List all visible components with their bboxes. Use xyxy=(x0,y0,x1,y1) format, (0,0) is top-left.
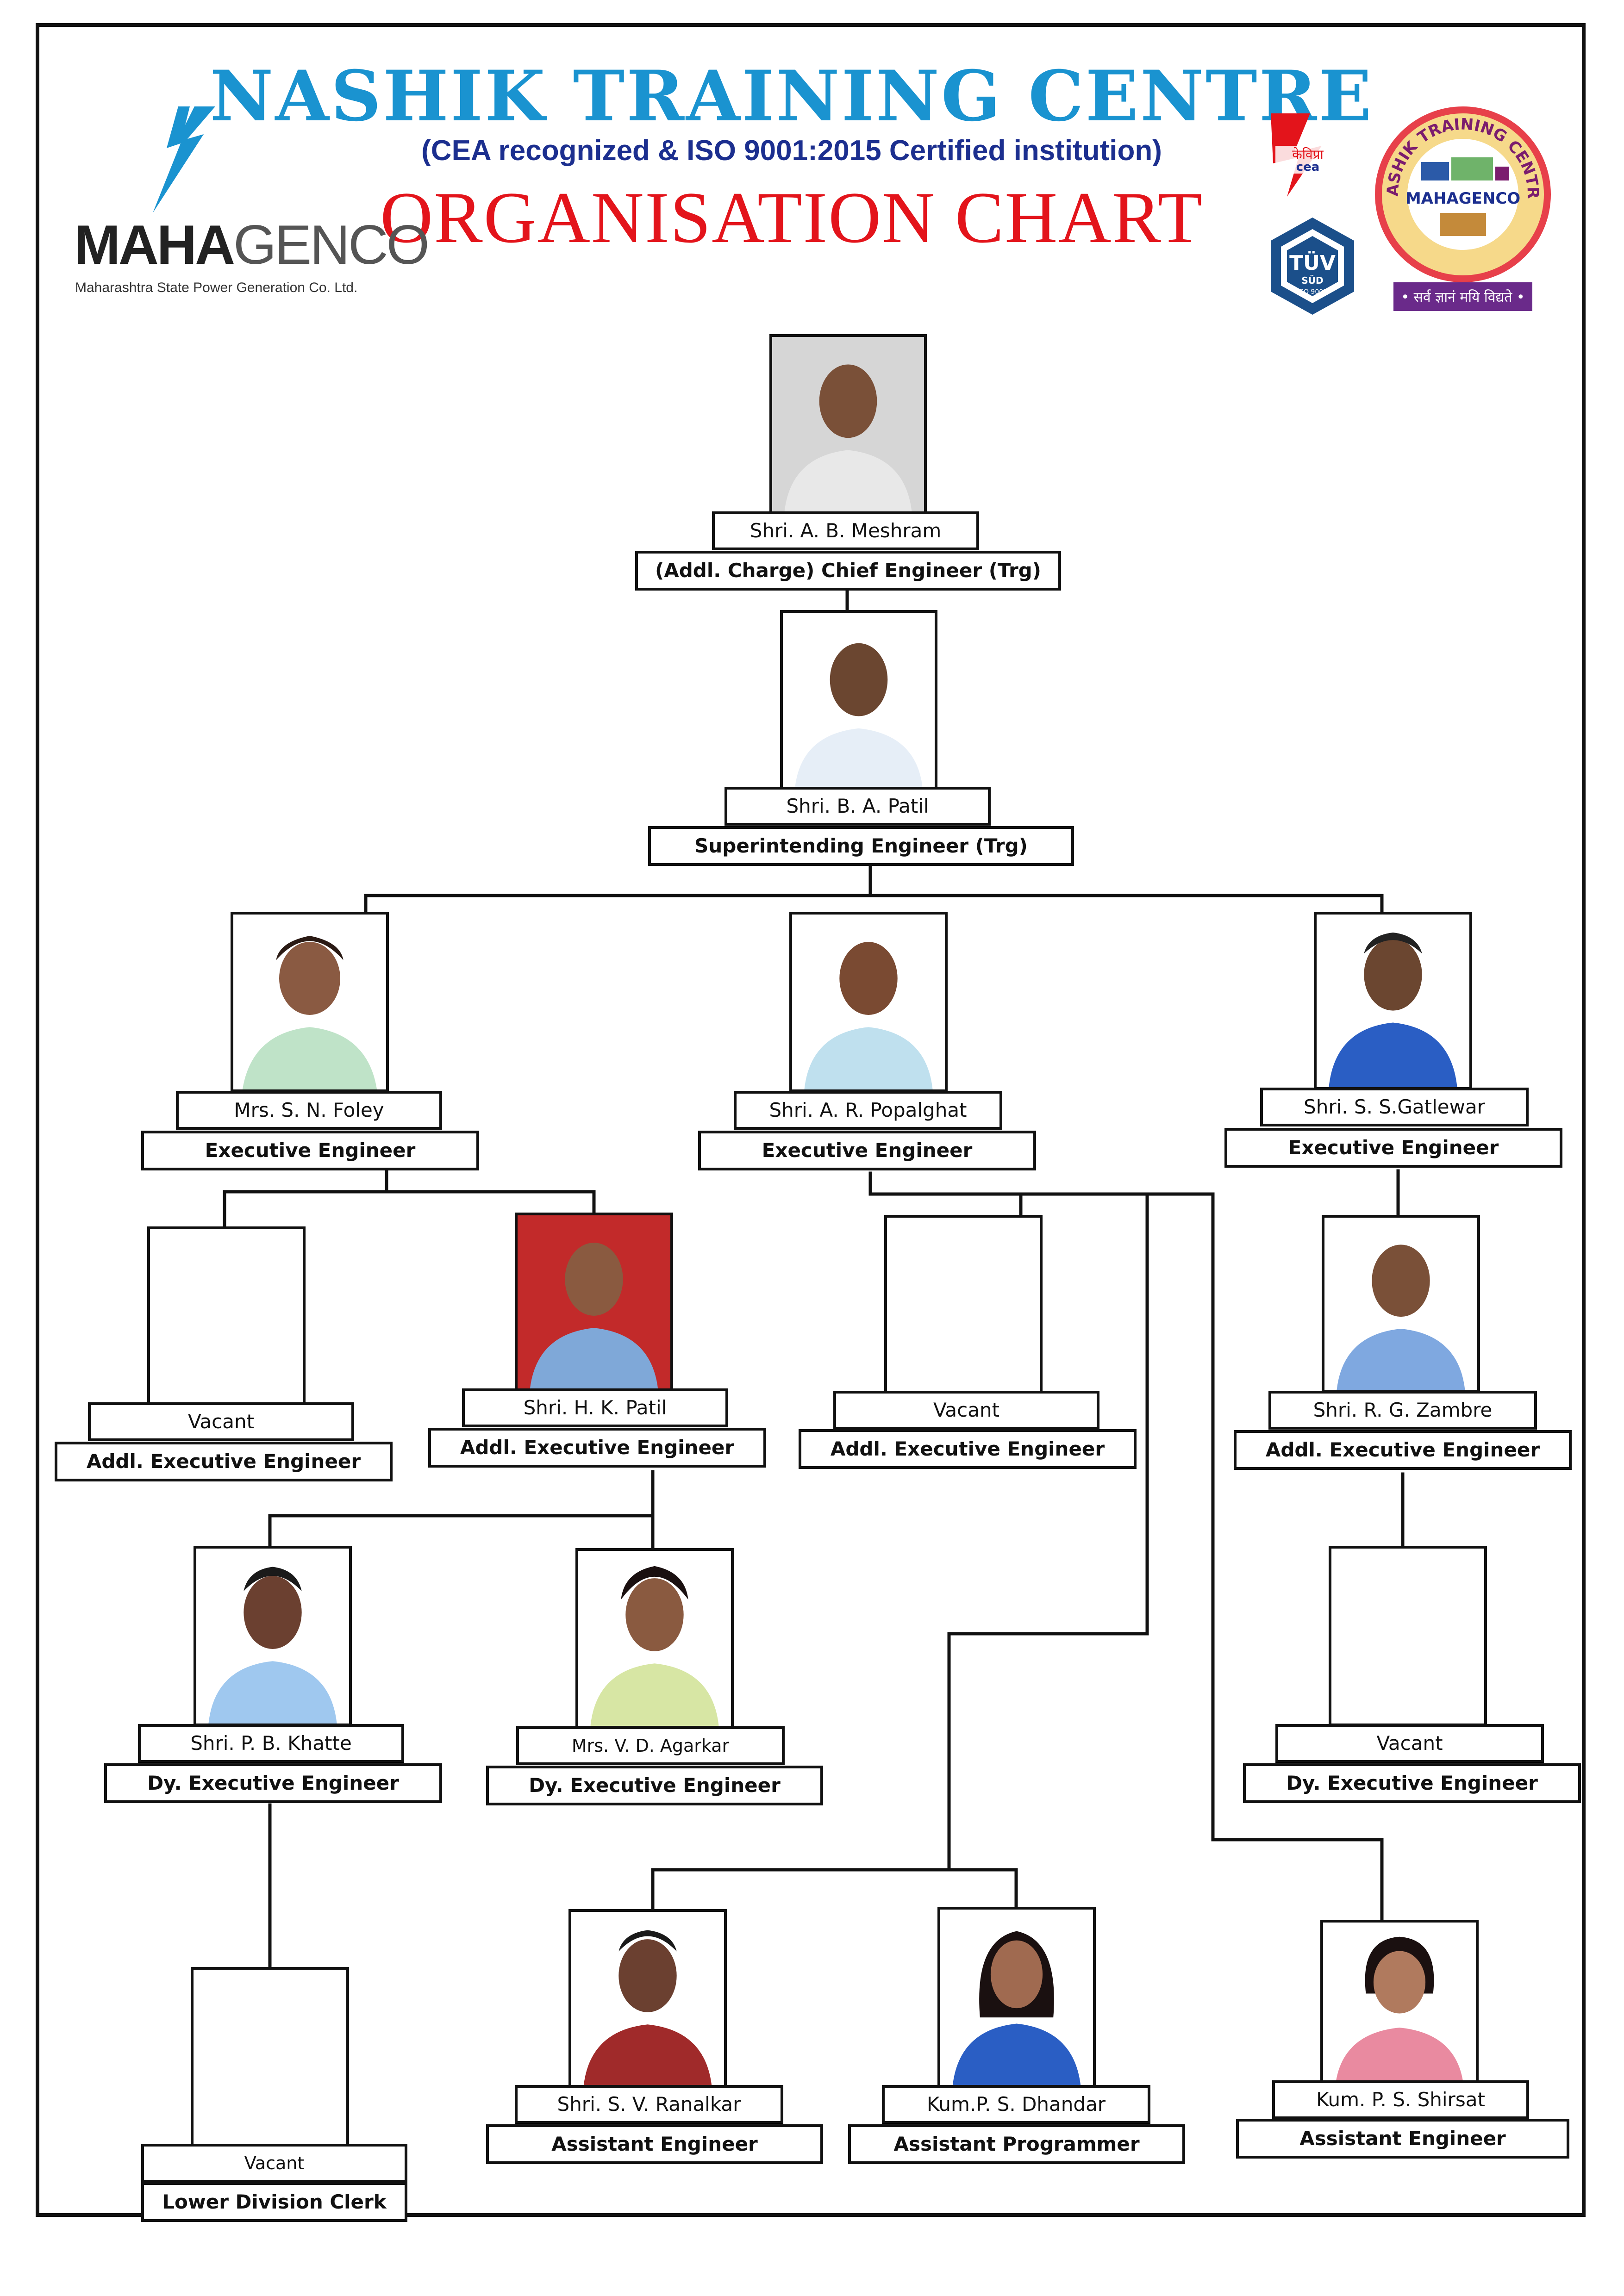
photo-hk-patil xyxy=(515,1213,673,1393)
node-designation: Lower Division Clerk xyxy=(141,2182,407,2222)
person-photo-icon xyxy=(940,1910,1093,2087)
node-name: Shri. B. A. Patil xyxy=(725,787,991,826)
tuv-logo: TÜV SÜD ISO 9001 xyxy=(1262,215,1363,317)
svg-text:ISO 9001: ISO 9001 xyxy=(1298,288,1327,296)
node-name: Shri. A. B. Meshram xyxy=(712,511,979,550)
person-photo-icon xyxy=(571,1912,724,2087)
node-name: Kum.P. S. Dhandar xyxy=(882,2085,1150,2124)
node-designation: Addl. Executive Engineer xyxy=(428,1428,766,1468)
node-name: Shri. S. V. Ranalkar xyxy=(515,2085,783,2124)
photo-popalghat xyxy=(789,912,948,1092)
node-designation: (Addl. Charge) Chief Engineer (Trg) xyxy=(635,551,1061,591)
page-frame xyxy=(36,23,1586,2217)
node-designation: Superintending Engineer (Trg) xyxy=(648,826,1074,866)
node-designation: Assistant Engineer xyxy=(1236,2119,1569,2159)
node-name: Shri. R. G. Zambre xyxy=(1268,1391,1537,1430)
page-subtitle: (CEA recognized & ISO 9001:2015 Certifie… xyxy=(421,135,1162,167)
node-name: Shri. H. K. Patil xyxy=(462,1388,728,1427)
node-designation: Addl. Executive Engineer xyxy=(799,1429,1137,1469)
node-designation: Assistant Programmer xyxy=(848,2124,1185,2164)
node-name: Shri. P. B. Khatte xyxy=(138,1724,404,1763)
photo-vacant xyxy=(147,1226,306,1407)
node-name: Vacant xyxy=(833,1391,1099,1430)
svg-text:केविप्रा: केविप्रा xyxy=(1292,147,1324,162)
person-photo-icon xyxy=(1324,1218,1477,1390)
mahagenco-subtext: Maharashtra State Power Generation Co. L… xyxy=(75,280,358,295)
ntc-logo: NASHIK TRAINING CENTRE MAHAGENCO • सर्व … xyxy=(1364,87,1555,324)
chart-title: ORGANISATION CHART xyxy=(380,177,1203,258)
node-name: Shri. S. S.Gatlewar xyxy=(1260,1088,1529,1126)
photo-meshram xyxy=(769,334,927,516)
photo-vacant xyxy=(1329,1546,1487,1726)
lightning-icon xyxy=(153,106,215,213)
svg-text:cea: cea xyxy=(1296,160,1320,174)
node-designation: Executive Engineer xyxy=(1224,1128,1562,1168)
node-name: Vacant xyxy=(141,2144,407,2183)
person-photo-icon xyxy=(233,915,386,1089)
node-designation: Addl. Executive Engineer xyxy=(1234,1430,1572,1470)
person-photo-icon xyxy=(772,337,924,513)
svg-text:TÜV: TÜV xyxy=(1289,250,1336,275)
photo-zambre xyxy=(1322,1215,1480,1393)
photo-shirsat xyxy=(1320,1920,1479,2089)
person-photo-icon xyxy=(1323,1923,1476,2086)
cea-logo: केविप्रा cea xyxy=(1266,109,1347,201)
photo-khatte xyxy=(194,1546,352,1726)
svg-text:MAHAGENCO: MAHAGENCO xyxy=(1405,189,1520,208)
node-designation: Assistant Engineer xyxy=(486,2124,823,2164)
mahagenco-logo: MAHAGENCO Maharashtra State Power Genera… xyxy=(69,106,430,305)
person-photo-icon xyxy=(783,613,935,788)
node-designation: Dy. Executive Engineer xyxy=(1243,1763,1581,1803)
node-name: Vacant xyxy=(88,1402,354,1441)
photo-vacant xyxy=(191,1967,349,2147)
person-photo-icon xyxy=(196,1549,349,1724)
photo-ranalkar xyxy=(568,1909,727,2090)
node-designation: Addl. Executive Engineer xyxy=(55,1442,393,1481)
mahagenco-wordmark: MAHAGENCO xyxy=(74,214,430,276)
photo-ba-patil xyxy=(780,610,937,790)
node-name: Vacant xyxy=(1275,1724,1544,1763)
node-designation: Dy. Executive Engineer xyxy=(104,1763,442,1803)
node-designation: Executive Engineer xyxy=(141,1131,479,1170)
node-designation: Dy. Executive Engineer xyxy=(486,1766,823,1805)
node-name: Kum. P. S. Shirsat xyxy=(1272,2080,1529,2119)
node-name: Mrs. V. D. Agarkar xyxy=(516,1726,785,1765)
person-photo-icon xyxy=(792,915,945,1089)
person-photo-icon xyxy=(1317,915,1469,1087)
person-photo-icon xyxy=(518,1215,670,1390)
photo-foley xyxy=(231,912,389,1092)
node-name: Shri. A. R. Popalghat xyxy=(734,1091,1002,1130)
photo-dhandar xyxy=(937,1907,1096,2090)
photo-vacant xyxy=(884,1215,1043,1395)
page-title: NASHIK TRAINING CENTRE xyxy=(210,56,1374,137)
node-designation: Executive Engineer xyxy=(698,1131,1036,1170)
person-photo-icon xyxy=(578,1551,731,1726)
photo-gatlewar xyxy=(1314,912,1472,1090)
node-name: Mrs. S. N. Foley xyxy=(176,1091,442,1130)
svg-text:• सर्व ज्ञानं मयि विद्यते •: • सर्व ज्ञानं मयि विद्यते • xyxy=(1401,289,1524,305)
photo-agarkar xyxy=(575,1548,734,1729)
svg-text:SÜD: SÜD xyxy=(1301,275,1323,286)
